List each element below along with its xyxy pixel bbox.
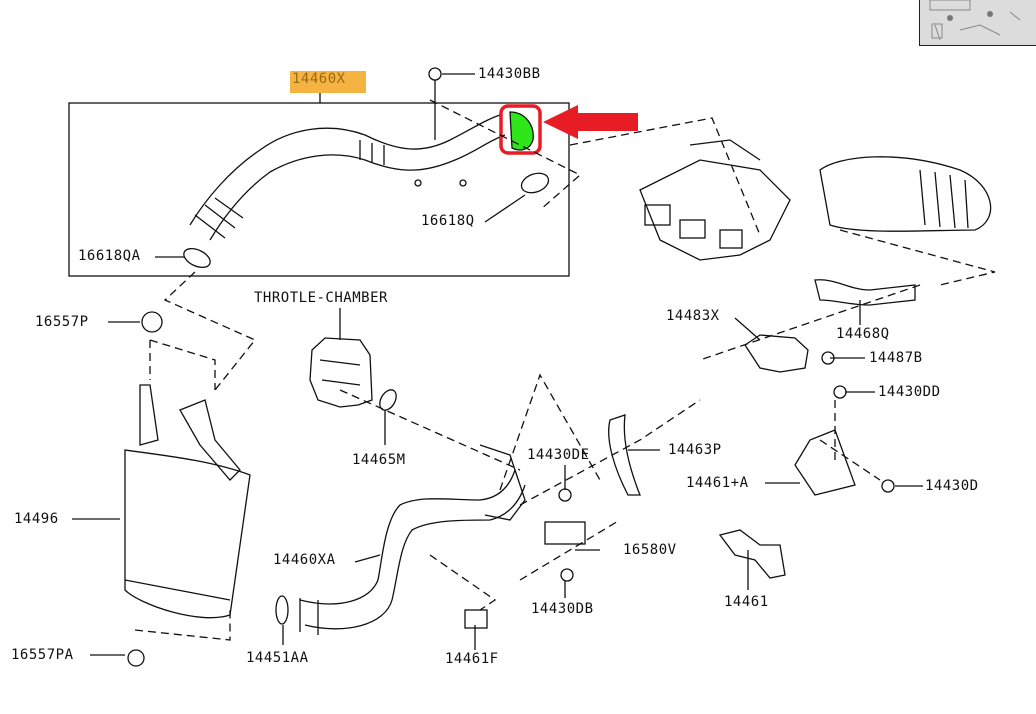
diagram-thumbnail[interactable]: [919, 0, 1036, 46]
part-label-14430bb[interactable]: 14430BB: [478, 66, 541, 82]
part-label-14465m[interactable]: 14465M: [352, 452, 406, 468]
part-label-14460x[interactable]: 14460X: [290, 71, 366, 93]
intake-pipe-14460xa[interactable]: [299, 444, 526, 635]
part-label-14430dd[interactable]: 14430DD: [878, 384, 941, 400]
grommet-16557p: [141, 311, 163, 333]
clip-14461f[interactable]: [464, 609, 488, 629]
intake-pipe-14460x[interactable]: [189, 114, 506, 241]
part-label-16618q[interactable]: 16618Q: [421, 213, 475, 229]
part-label-14451aa[interactable]: 14451AA: [246, 650, 309, 666]
red-arrow-icon: [543, 105, 638, 139]
part-label-14430d[interactable]: 14430D: [925, 478, 979, 494]
part-label-14461[interactable]: 14461: [724, 594, 769, 610]
connection-lines: [134, 99, 996, 641]
part-label-14461f[interactable]: 14461F: [445, 651, 499, 667]
highlighted-fitting[interactable]: [499, 104, 542, 155]
part-label-14463p[interactable]: 14463P: [668, 442, 722, 458]
valve-14483x[interactable]: [744, 334, 809, 373]
part-label-16618qa[interactable]: 16618QA: [78, 248, 141, 264]
engine-block-sketch: [639, 139, 992, 261]
bolt-14430dd: [833, 385, 847, 399]
part-label-14461a[interactable]: 14461+A: [686, 475, 749, 491]
bracket-14461a[interactable]: [794, 429, 856, 496]
part-label-14460xa[interactable]: 14460XA: [273, 552, 336, 568]
o-ring-16618qa: [183, 247, 211, 269]
o-ring-14451aa: [275, 595, 289, 625]
group-box: [68, 102, 570, 277]
part-label-14468q[interactable]: 14468Q: [836, 326, 890, 342]
part-label-14430db[interactable]: 14430DB: [531, 601, 594, 617]
bolt-14430de: [558, 488, 572, 502]
bracket-14461[interactable]: [718, 529, 786, 579]
bolt-14430d: [881, 479, 895, 493]
part-label-16580v[interactable]: 16580V: [623, 542, 677, 558]
o-ring-16618q: [520, 172, 550, 194]
throttle-chamber[interactable]: [309, 337, 373, 408]
bolt-14430bb: [428, 67, 442, 81]
part-label-16557pa[interactable]: 16557PA: [11, 647, 74, 663]
bolt-14487b: [821, 351, 835, 365]
part-label-14496[interactable]: 14496: [14, 511, 59, 527]
part-label-14430de[interactable]: 14430DE: [527, 447, 590, 463]
o-ring-14465m: [379, 389, 397, 411]
hose-14463p[interactable]: [608, 414, 641, 496]
thumbnail-sketch-icon: [929, 0, 1021, 41]
bolt-14430db: [560, 568, 574, 582]
sensor-16580v[interactable]: [544, 521, 586, 545]
hose-14468q[interactable]: [814, 279, 916, 306]
part-label-throttle-chamber[interactable]: THROTLE-CHAMBER: [254, 290, 388, 306]
intercooler-14496[interactable]: [124, 384, 251, 619]
grommet-16557pa: [127, 649, 145, 667]
part-label-16557p[interactable]: 16557P: [35, 314, 89, 330]
part-label-14487b[interactable]: 14487B: [869, 350, 923, 366]
part-label-14483x[interactable]: 14483X: [666, 308, 720, 324]
